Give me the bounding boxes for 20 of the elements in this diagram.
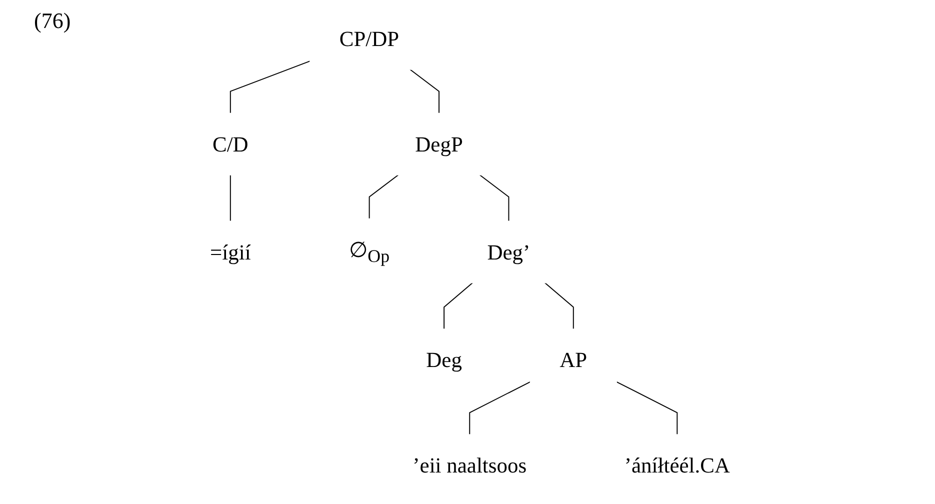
node-text: ’eii naaltsoos — [412, 453, 527, 478]
node-text: CP/DP — [339, 26, 400, 51]
connector — [469, 381, 531, 436]
connector — [230, 60, 311, 114]
node-text: Deg’ — [487, 240, 530, 264]
connector — [409, 68, 440, 114]
node-text: Deg — [426, 348, 462, 372]
node-text: ∅$_{Op}$ — [349, 237, 390, 266]
connector — [368, 174, 399, 220]
node-text: DegP — [415, 132, 463, 156]
connector — [444, 282, 474, 330]
node-text: C/D — [212, 132, 248, 156]
example-number: (76) — [34, 8, 71, 34]
connector — [479, 174, 510, 222]
node-text: ’áníłtéél.CA — [624, 453, 730, 478]
node-text: =ígií — [210, 240, 251, 264]
connector — [230, 174, 231, 222]
connector — [616, 381, 678, 436]
node-text: AP — [560, 348, 588, 372]
connector — [544, 282, 574, 330]
